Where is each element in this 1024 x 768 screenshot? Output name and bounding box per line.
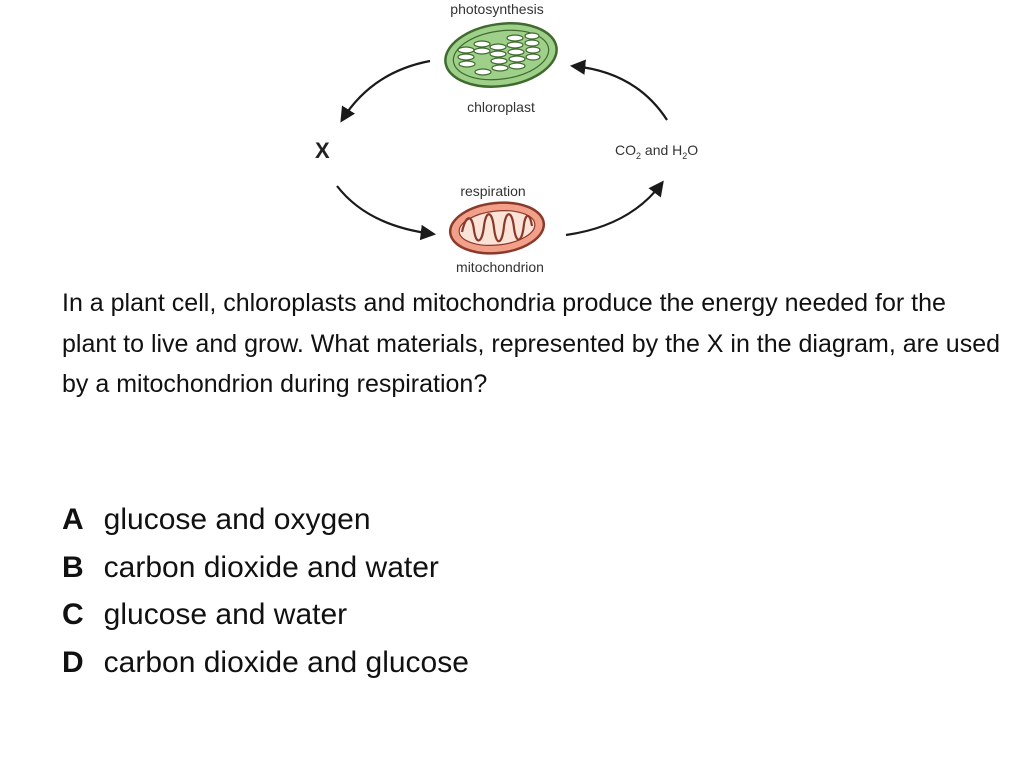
option-letter: A xyxy=(62,496,84,544)
option-text: glucose and oxygen xyxy=(84,503,371,536)
option-letter: B xyxy=(62,544,84,592)
arrow-x-to-mitochondrion xyxy=(337,186,433,234)
option-letter: C xyxy=(62,591,84,639)
respiration-label: respiration xyxy=(460,183,525,199)
arrow-co2-to-chloroplast xyxy=(573,66,667,120)
arrow-mitochondrion-to-co2 xyxy=(566,183,662,235)
option-letter: D xyxy=(62,639,84,687)
chloroplast-label: chloroplast xyxy=(467,99,535,115)
option-text: glucose and water xyxy=(84,598,348,631)
option-text: carbon dioxide and water xyxy=(84,551,439,584)
question-text: In a plant cell, chloroplasts and mitoch… xyxy=(62,283,1002,405)
photosynthesis-label: photosynthesis xyxy=(450,1,543,17)
chloroplast-icon xyxy=(441,17,561,94)
x-label: X xyxy=(315,138,330,163)
mitochondrion-icon xyxy=(448,198,547,258)
arrow-chloroplast-to-x xyxy=(342,61,430,120)
option-text: carbon dioxide and glucose xyxy=(84,646,469,679)
mitochondrion-label: mitochondrion xyxy=(456,259,544,275)
co2-and-water-label: CO2 and H2O xyxy=(615,142,698,161)
photosynthesis-respiration-diagram: photosynthesis chloroplast respiration m… xyxy=(0,0,1024,285)
